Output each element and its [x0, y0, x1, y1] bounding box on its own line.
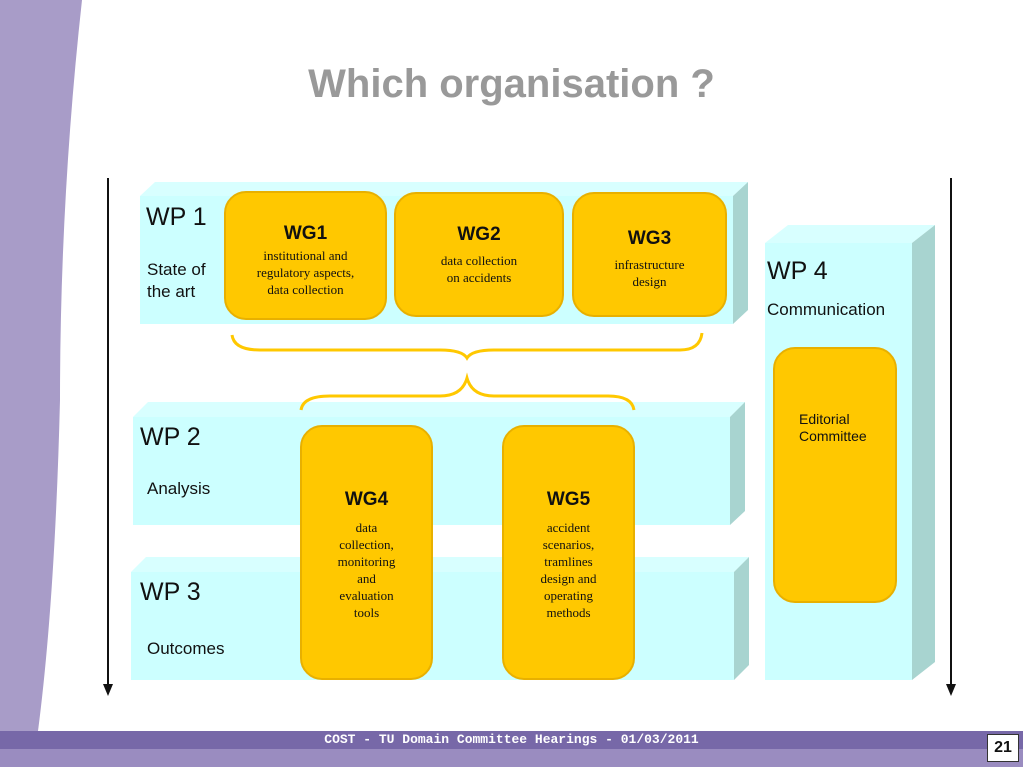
wg2-title: WG2: [457, 224, 501, 245]
wg5-line1: accident: [546, 520, 591, 535]
bottom-brace: [299, 372, 636, 411]
footer-text: COST - TU Domain Committee Hearings - 01…: [324, 732, 699, 747]
wg4-line1: data: [355, 520, 378, 535]
page-title: Which organisation ?: [308, 62, 715, 106]
page-number: 21: [987, 734, 1019, 762]
left-arrow: [103, 178, 113, 696]
wg5-description: accident scenarios, tramlines design and…: [504, 519, 633, 621]
wg4-title: WG4: [344, 489, 389, 510]
wg4-line5: evaluation: [339, 588, 394, 603]
wp1-subtitle: State of the art: [147, 259, 206, 303]
wg5-line3: tramlines: [544, 554, 593, 569]
wg4-line2: collection,: [339, 537, 394, 552]
wg2-box: WG2 data collection on accidents: [394, 192, 564, 317]
wp2-panel: [133, 402, 745, 525]
wg1-box: WG1 institutional and regulatory aspects…: [224, 191, 387, 320]
sidebar-decoration: [0, 0, 82, 731]
wg3-box: WG3 infrastructure design: [572, 192, 727, 317]
wg2-line2: on accidents: [446, 270, 512, 285]
editorial-committee-box: Editorial Committee: [773, 347, 897, 603]
editorial-committee-line1: Editorial: [799, 411, 850, 427]
wp3-panel: [131, 557, 749, 680]
wg5-line5: operating: [543, 588, 594, 603]
editorial-committee-line2: Committee: [799, 428, 867, 444]
wg2-description: data collection on accidents: [396, 252, 562, 286]
wg3-line2: design: [632, 274, 667, 289]
wg1-line3: data collection: [267, 282, 344, 297]
wg2-line1: data collection: [440, 253, 518, 268]
wg4-line6: tools: [353, 605, 380, 620]
wg5-line6: methods: [546, 605, 591, 620]
wp2-subtitle: Analysis: [147, 479, 211, 498]
footer-bar: [0, 731, 1023, 749]
wg4-box: WG4 data collection, monitoring and eval…: [300, 425, 433, 680]
wg3-line1: infrastructure: [614, 257, 685, 272]
wg5-title: WG5: [546, 489, 591, 510]
wp4-label: WP 4: [767, 257, 828, 285]
wp1-subtitle-line2: the art: [147, 282, 196, 301]
wg4-description: data collection, monitoring and evaluati…: [302, 519, 431, 621]
wp2-label: WP 2: [140, 423, 201, 451]
wg3-description: infrastructure design: [574, 256, 725, 290]
wp3-label: WP 3: [140, 578, 201, 606]
wg1-line2: regulatory aspects,: [256, 265, 355, 280]
right-arrow: [946, 178, 956, 696]
wg1-description: institutional and regulatory aspects, da…: [226, 247, 385, 298]
wg5-line2: scenarios,: [542, 537, 595, 552]
wg5-line4: design and: [540, 571, 597, 586]
wp3-subtitle: Outcomes: [147, 639, 225, 658]
wg4-line3: monitoring: [337, 554, 396, 569]
wg4-line4: and: [357, 571, 376, 586]
wg1-title: WG1: [283, 223, 328, 244]
wp4-subtitle: Communication: [767, 300, 886, 319]
wp1-subtitle-line1: State of: [147, 260, 206, 279]
wp1-label: WP 1: [146, 203, 207, 231]
footer-bar-lower: [0, 749, 1023, 767]
top-brace: [230, 332, 704, 361]
wg1-line1: institutional and: [263, 248, 348, 263]
wg5-box: WG5 accident scenarios, tramlines design…: [502, 425, 635, 680]
wg3-title: WG3: [627, 228, 672, 249]
